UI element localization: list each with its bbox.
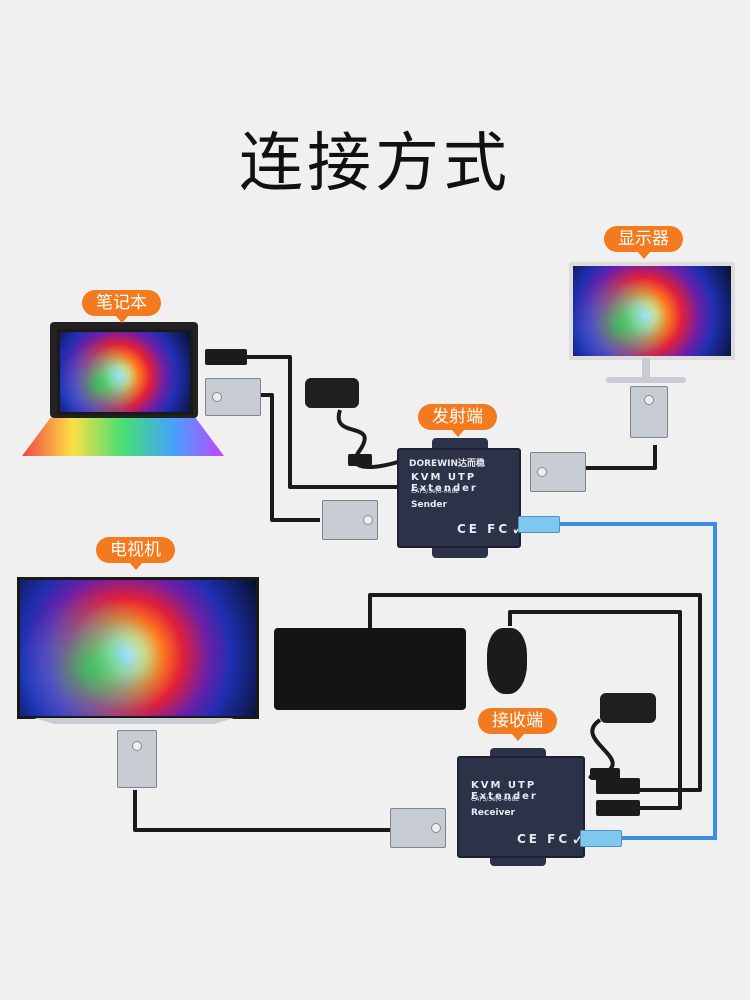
keyboard (274, 628, 466, 710)
laptop-keyboard-deck (22, 418, 224, 456)
monitor-label: 显示器 (604, 226, 683, 259)
usb-plug-receiver-mouse (596, 800, 640, 816)
tv-stand (34, 718, 234, 724)
sender-role: Sender (411, 500, 447, 510)
monitor-base (606, 377, 686, 383)
vga-cable-laptop (260, 393, 320, 522)
monitor-stand (642, 358, 650, 378)
rj45-connector-sender (518, 516, 560, 533)
mouse-cable (508, 610, 682, 810)
vga-connector-receiver (390, 808, 446, 848)
vga-cable-monitor (585, 445, 657, 470)
utp-cable (560, 522, 717, 840)
receiver-certification: CE FC (517, 832, 571, 846)
tv-label: 电视机 (96, 537, 175, 570)
usb-cable-laptop (245, 355, 400, 489)
rj45-connector-receiver (580, 830, 622, 847)
power-plug-receiver (590, 768, 620, 780)
power-adapter-receiver (600, 693, 656, 723)
vga-connector-tv (117, 730, 157, 788)
mouse (487, 628, 527, 694)
receiver-role: Receiver (471, 808, 515, 818)
receiver-spec: CAT5/5e/6-068E (471, 796, 520, 803)
receiver-label: 接收端 (478, 708, 557, 741)
usb-plug-receiver-keyboard (596, 778, 640, 794)
laptop-screen (57, 329, 193, 415)
power-adapter-sender (305, 378, 359, 408)
receiver-device: KVM UTP Extender CAT5/5e/6-068E Receiver… (457, 756, 586, 858)
usb-plug-laptop (205, 349, 247, 365)
power-cord-sender (336, 409, 399, 469)
page-title: 连接方式 (239, 127, 511, 201)
sender-label: 发射端 (418, 404, 497, 437)
receiver-model: KVM UTP Extender (471, 780, 538, 802)
sender-device: DOREWIN达而稳 KVM UTP Extender CAT5/5e/6-06… (397, 448, 526, 548)
monitor-screen (569, 262, 735, 360)
vga-connector-laptop (205, 378, 261, 416)
power-plug-sender (348, 454, 372, 466)
vga-connector-sender-out (530, 452, 586, 492)
vga-connector-sender-in (322, 500, 378, 540)
sender-spec: CAT5/5e/6-068E (411, 488, 460, 495)
sender-brand: DOREWIN达而稳 (409, 459, 486, 469)
vga-cable-tv (133, 790, 390, 832)
vga-connector-monitor (630, 386, 668, 438)
sender-certification: CE FC (457, 522, 511, 536)
tv-screen (17, 577, 259, 719)
laptop-label: 笔记本 (82, 290, 161, 323)
sender-model: KVM UTP Extender (411, 472, 478, 494)
